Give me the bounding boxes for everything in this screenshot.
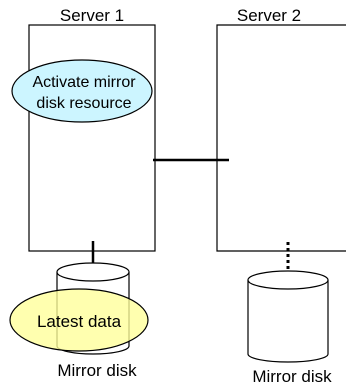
mirror-disk-2-label: Mirror disk: [252, 367, 332, 386]
server-1-box: [28, 24, 156, 252]
server-2-label: Server 2: [237, 6, 301, 25]
activate-callout-line1: Activate mirror: [32, 74, 136, 91]
activate-callout-line2: disk resource: [36, 95, 131, 112]
mirror-disk-2: [247, 270, 329, 363]
latest-data-label: Latest data: [37, 312, 122, 331]
latest-data-ellipse: [9, 288, 149, 352]
server-1-label: Server 1: [60, 6, 124, 25]
mirror-disk-1-label: Mirror disk: [57, 361, 137, 380]
activate-callout-ellipse: [11, 59, 153, 123]
server-2-box: [216, 24, 346, 252]
